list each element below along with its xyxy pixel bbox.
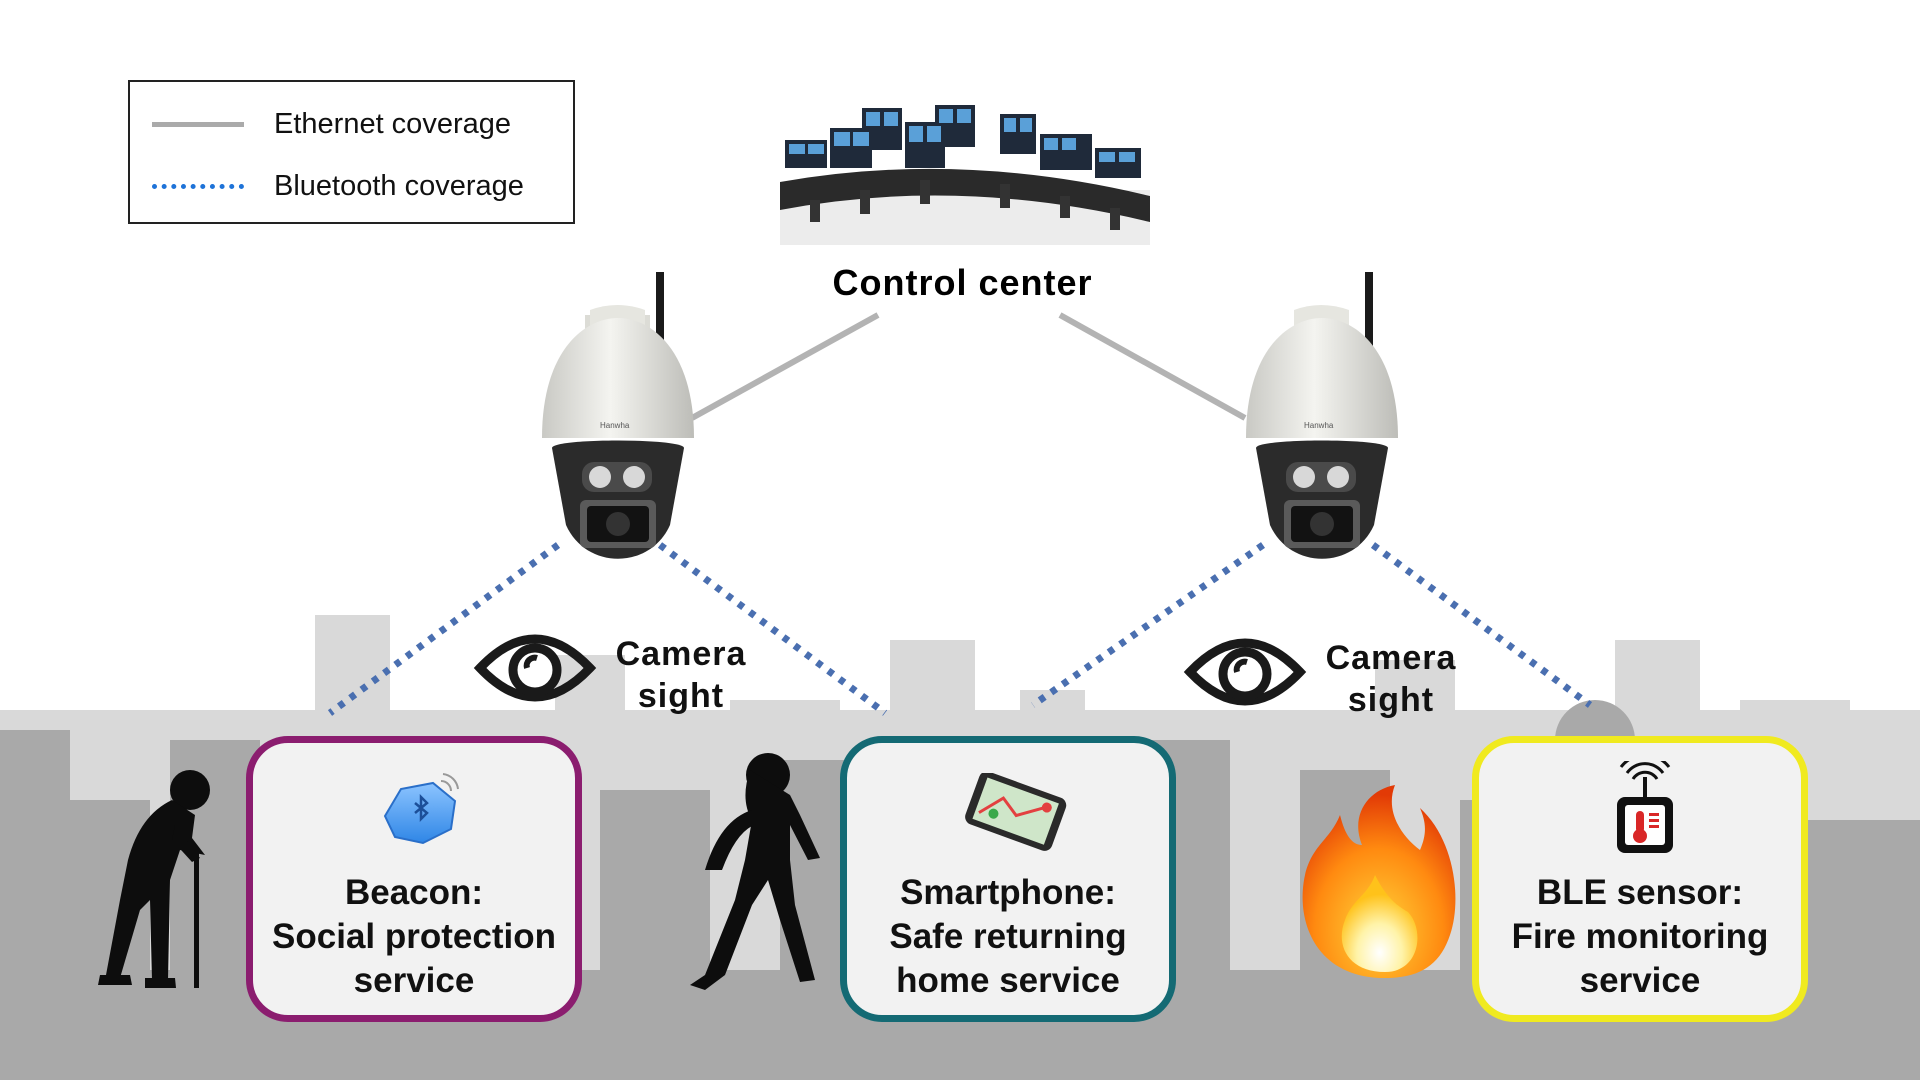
camera-sight-label-left: Camera sight bbox=[596, 633, 766, 717]
smartphone-map-icon bbox=[965, 773, 1067, 851]
legend: Ethernet coverage Bluetooth coverage bbox=[128, 80, 575, 224]
ble-sensor-line3: service bbox=[1579, 961, 1701, 1000]
eye-icon-left bbox=[473, 634, 597, 702]
legend-item-ethernet: Ethernet coverage bbox=[152, 108, 511, 141]
camera-sight-right-line2: sight bbox=[1347, 681, 1435, 719]
svg-text:Hanwha: Hanwha bbox=[1304, 421, 1334, 430]
ptz-camera-left: Hanwha bbox=[542, 272, 694, 559]
smartphone-title: Smartphone: bbox=[900, 873, 1116, 912]
control-center-image bbox=[780, 105, 1150, 245]
legend-label-ethernet: Ethernet coverage bbox=[274, 108, 511, 140]
service-box-beacon: Beacon: Social protection service bbox=[246, 736, 582, 1022]
bluetooth-links bbox=[327, 542, 1593, 716]
ethernet-link-right bbox=[1058, 312, 1247, 421]
legend-item-bluetooth: Bluetooth coverage bbox=[152, 170, 524, 203]
svg-text:Hanwha: Hanwha bbox=[600, 421, 630, 430]
smartphone-line3: home service bbox=[896, 961, 1120, 1000]
service-box-smartphone: Smartphone: Safe returning home service bbox=[840, 736, 1176, 1022]
smartphone-service-text: Smartphone: Safe returning home service bbox=[847, 871, 1169, 1003]
legend-label-bluetooth: Bluetooth coverage bbox=[274, 170, 524, 202]
beacon-title: Beacon: bbox=[344, 873, 484, 912]
fire-icon bbox=[1302, 785, 1456, 978]
ptz-camera-right: Hanwha bbox=[1246, 272, 1398, 559]
beacon-icon bbox=[383, 773, 459, 845]
control-center-label: Control center bbox=[832, 262, 1093, 303]
ethernet-line-swatch bbox=[152, 122, 244, 127]
elderly-person-silhouette bbox=[98, 770, 210, 988]
beacon-line2: Social protection bbox=[272, 917, 556, 956]
beacon-line3: service bbox=[353, 961, 475, 1000]
camera-sight-label-right: Camera sight bbox=[1306, 637, 1476, 721]
temperature-sensor-icon bbox=[1617, 761, 1673, 853]
ethernet-link-left bbox=[690, 312, 880, 421]
camera-sight-left-line2: sight bbox=[637, 677, 725, 715]
ble-sensor-line2: Fire monitoring bbox=[1511, 917, 1769, 956]
camera-sight-right-line1: Camera bbox=[1325, 639, 1457, 677]
service-box-ble-sensor: BLE sensor: Fire monitoring service bbox=[1472, 736, 1808, 1022]
bluetooth-line-swatch bbox=[152, 184, 244, 189]
smartphone-line2: Safe returning bbox=[889, 917, 1127, 956]
camera-sight-left-line1: Camera bbox=[615, 635, 747, 673]
walking-person-silhouette bbox=[690, 753, 820, 990]
ble-sensor-service-text: BLE sensor: Fire monitoring service bbox=[1479, 871, 1801, 1003]
beacon-service-text: Beacon: Social protection service bbox=[253, 871, 575, 1003]
ble-sensor-title: BLE sensor: bbox=[1536, 873, 1744, 912]
eye-icon-right bbox=[1183, 638, 1307, 706]
